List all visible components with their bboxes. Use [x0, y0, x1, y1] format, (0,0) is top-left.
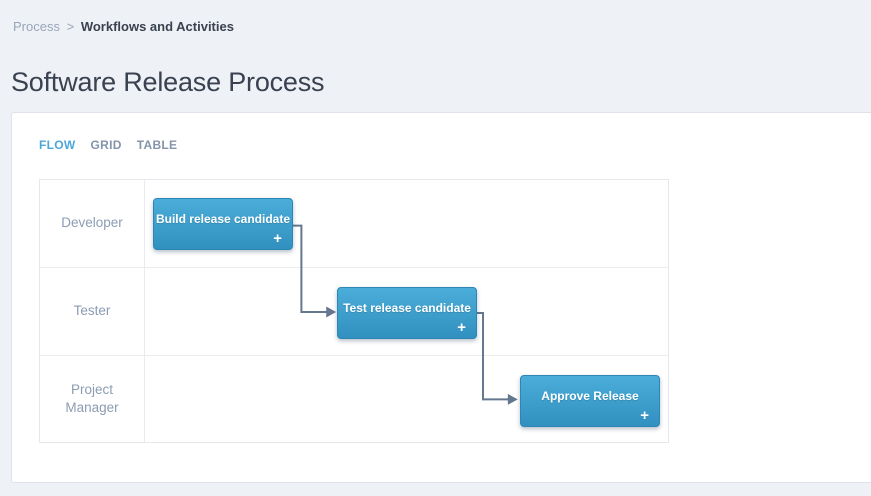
breadcrumb-separator: > [66, 19, 75, 34]
task-label: Build release candidate [155, 212, 291, 226]
view-tabs: FLOW GRID TABLE [39, 138, 177, 152]
arrowhead-build-to-test [326, 306, 337, 318]
task-approve-release[interactable]: Approve Release + [520, 375, 660, 427]
task-label: Test release candidate [343, 301, 471, 315]
lane-label-developer: Developer [40, 180, 145, 268]
task-test-release-candidate[interactable]: Test release candidate + [337, 287, 477, 339]
swimlane-diagram: Developer Tester Project Manager Build r… [39, 179, 669, 443]
lane-tester [145, 268, 668, 356]
lane-label-project-manager: Project Manager [40, 356, 145, 442]
lane-label-tester: Tester [40, 268, 145, 356]
connector-test-to-approve [475, 311, 509, 401]
add-activity-button[interactable]: + [640, 407, 649, 424]
add-activity-button[interactable]: + [457, 319, 466, 336]
tab-grid[interactable]: GRID [90, 138, 122, 152]
add-activity-button[interactable]: + [273, 230, 282, 247]
page-title: Software Release Process [11, 67, 325, 97]
task-build-release-candidate[interactable]: Build release candidate + [153, 198, 293, 250]
tab-table[interactable]: TABLE [136, 138, 178, 152]
arrowhead-test-to-approve [507, 393, 518, 405]
flow-connectors [292, 224, 518, 405]
breadcrumb-current: Workflows and Activities [80, 19, 234, 34]
lane-grid: Developer Tester Project Manager [40, 180, 668, 442]
breadcrumb-link-process[interactable]: Process [13, 19, 60, 34]
lane-developer [145, 180, 668, 268]
tab-flow[interactable]: FLOW [39, 138, 76, 152]
task-label: Approve Release [541, 389, 639, 403]
breadcrumb: Process > Workflows and Activities [13, 19, 234, 34]
workflow-card: FLOW GRID TABLE Developer Tester Project… [11, 112, 871, 483]
connector-build-to-test [292, 224, 328, 313]
